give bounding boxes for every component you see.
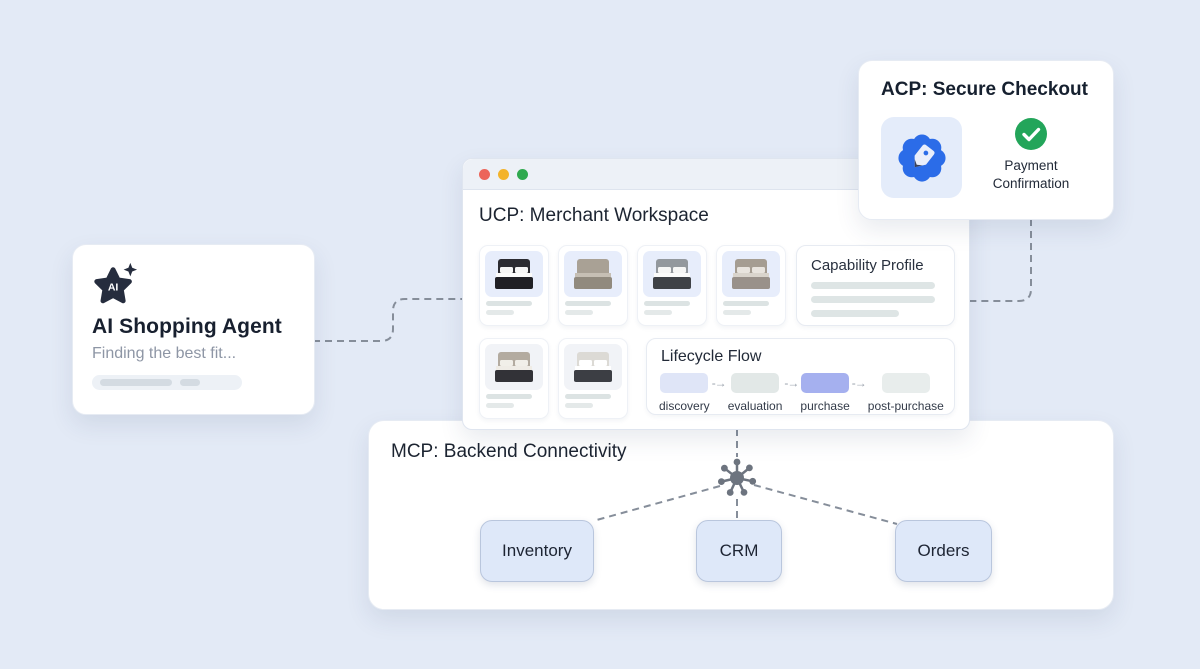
minimize-window-icon[interactable] (498, 168, 509, 180)
ai-star-icon: AI (94, 262, 138, 304)
lifecycle-stage-label: purchase (800, 399, 850, 413)
lifecycle-stage-pill (881, 373, 930, 393)
skeleton-line (644, 310, 672, 315)
skeleton-bar (180, 379, 200, 386)
bed-illustration (493, 258, 535, 290)
mcp-panel-title: MCP: Backend Connectivity (391, 441, 627, 462)
skeleton-line (486, 301, 532, 306)
lifecycle-flow-title: Lifecycle Flow (661, 348, 762, 365)
skeleton-line (486, 310, 514, 315)
backend-box-crm[interactable]: CRM (696, 520, 782, 582)
lifecycle-stage-label: discovery (659, 399, 710, 413)
lifecycle-stage: purchase (800, 373, 850, 413)
skeleton-line (723, 301, 769, 306)
payment-confirmation-label: Payment Confirmation (992, 158, 1070, 191)
lifecycle-stage: discovery (659, 373, 710, 413)
product-card[interactable] (558, 338, 628, 419)
capability-profile-title: Capability Profile (811, 257, 924, 274)
lifecycle-stage-pill (801, 373, 850, 393)
product-card[interactable] (558, 245, 628, 326)
lifecycle-stage: post-purchase (868, 373, 944, 413)
connector-acp-to-workspace (969, 219, 1032, 302)
skeleton-line (486, 403, 514, 408)
check-circle-icon (1015, 118, 1047, 150)
product-image (564, 344, 622, 390)
flow-arrow-icon: -→ (711, 376, 727, 390)
bed-illustration (730, 258, 772, 290)
lifecycle-stage-pill (660, 373, 709, 393)
product-image (485, 251, 543, 297)
bed-illustration (572, 351, 614, 383)
connector-agent-to-workspace (313, 298, 462, 342)
skeleton-line (644, 301, 690, 306)
skeleton-bar (100, 379, 172, 386)
acp-secure-checkout-card: ACP: Secure Checkout Pay (858, 60, 1114, 220)
lifecycle-flow-box: Lifecycle Flow discovery -→ evaluation -… (646, 338, 955, 415)
skeleton-line (565, 394, 611, 399)
skeleton-line (565, 403, 593, 408)
product-card[interactable] (479, 338, 549, 419)
skeleton-line (811, 282, 935, 289)
product-card[interactable] (479, 245, 549, 326)
backend-box-orders[interactable]: Orders (895, 520, 992, 582)
lifecycle-flow-row: discovery -→ evaluation -→ purchase -→ p… (647, 373, 954, 413)
lifecycle-stage-label: post-purchase (867, 399, 944, 413)
flow-arrow-icon: -→ (784, 376, 799, 390)
lifecycle-stage-label: evaluation (727, 399, 783, 413)
product-grid-row-1 (479, 245, 786, 326)
lifecycle-stage-pill (731, 373, 780, 393)
product-card[interactable] (716, 245, 786, 326)
product-image (722, 251, 780, 297)
product-image (485, 344, 543, 390)
product-image (564, 251, 622, 297)
skeleton-line (565, 301, 611, 306)
bed-illustration (651, 258, 693, 290)
skeleton-line (565, 310, 593, 315)
bed-illustration (493, 351, 535, 383)
product-image (643, 251, 701, 297)
close-window-icon[interactable] (479, 168, 490, 180)
agent-status-text: Finding the best fit... (92, 345, 237, 362)
bed-illustration (572, 258, 614, 290)
ai-shopping-agent-card: AI AI Shopping Agent Finding the best fi… (72, 244, 315, 415)
product-grid-row-2 (479, 338, 628, 419)
skeleton-line (811, 296, 935, 303)
svg-text:AI: AI (108, 282, 119, 294)
acp-card-title: ACP: Secure Checkout (881, 79, 1088, 100)
workspace-title: UCP: Merchant Workspace (479, 205, 709, 226)
badge-tile (881, 117, 962, 198)
zoom-window-icon[interactable] (517, 168, 528, 180)
flow-arrow-icon: -→ (851, 376, 867, 390)
skeleton-line (723, 310, 751, 315)
loading-skeleton (92, 375, 242, 390)
agent-card-title: AI Shopping Agent (92, 315, 282, 338)
skeleton-line (811, 310, 899, 317)
skeleton-line (486, 394, 532, 399)
backend-box-inventory[interactable]: Inventory (480, 520, 594, 582)
capability-profile-box: Capability Profile (796, 245, 955, 326)
price-tag-seal-icon (897, 133, 946, 182)
product-card[interactable] (637, 245, 707, 326)
network-hub-icon (718, 458, 757, 496)
lifecycle-stage: evaluation (727, 373, 783, 413)
sparkle-icon (123, 262, 138, 277)
